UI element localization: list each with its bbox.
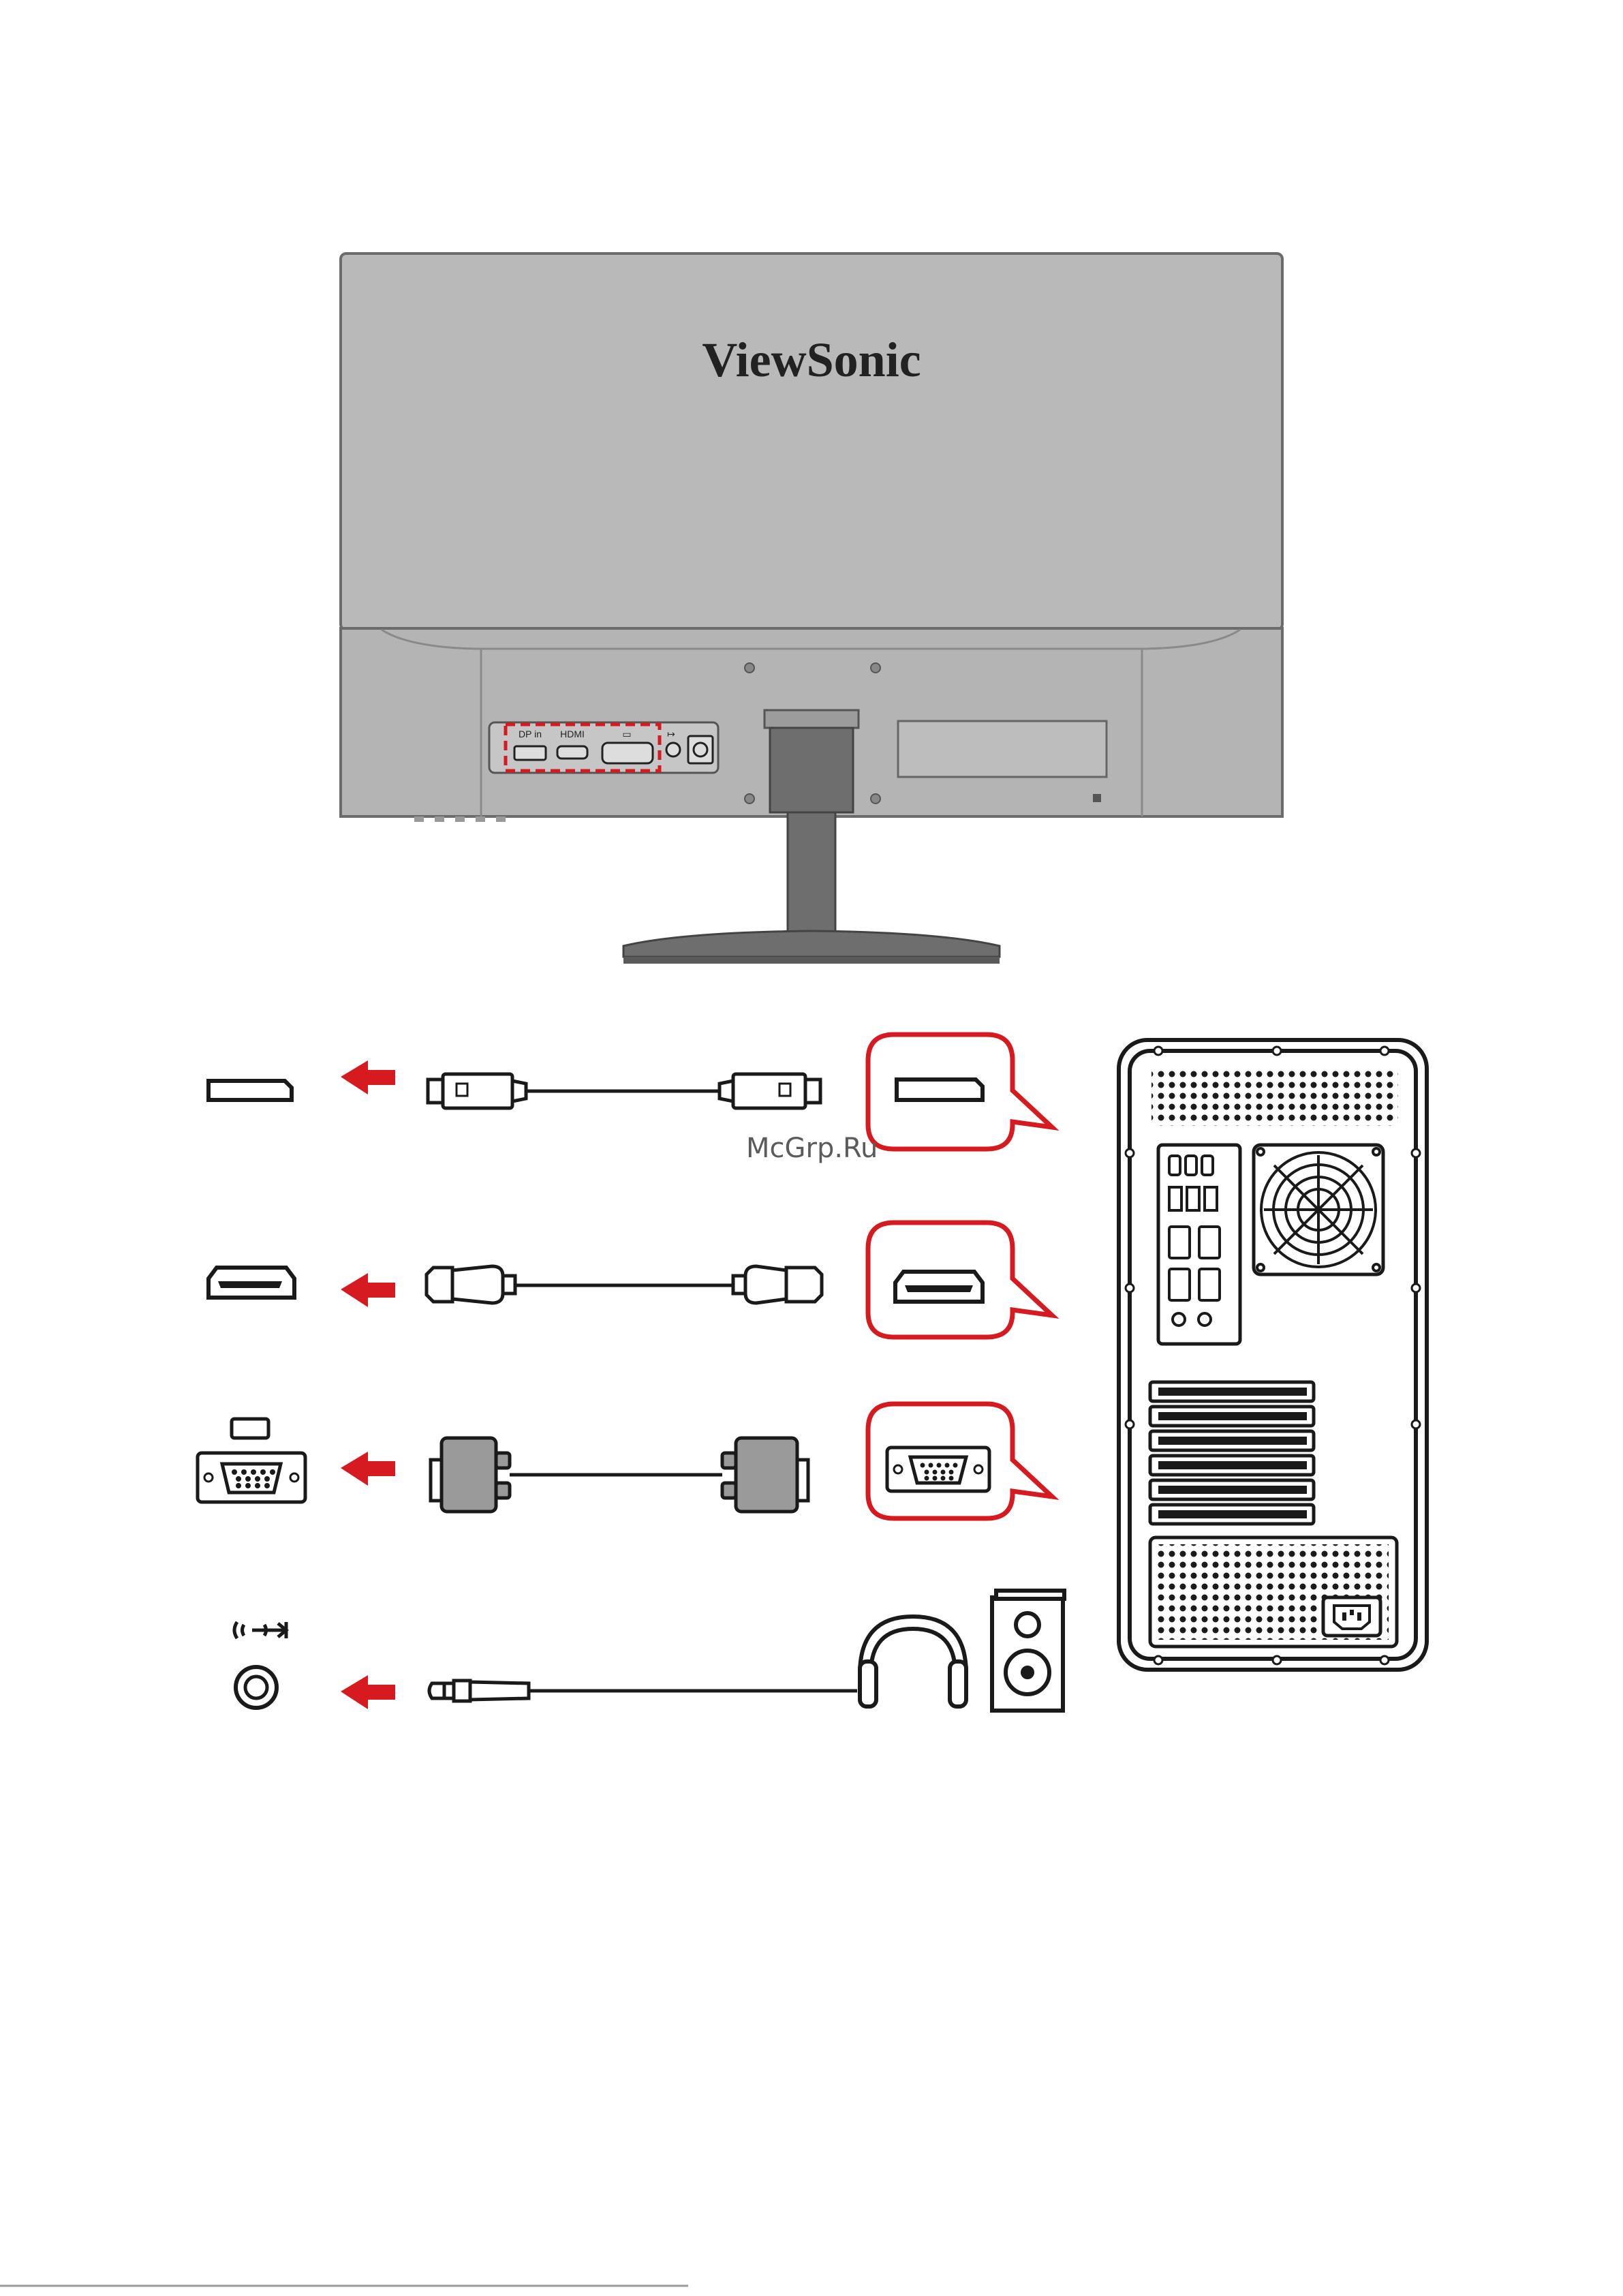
vga-cable: [431, 1438, 808, 1512]
port-label-hdmi: HDMI: [560, 729, 585, 739]
pc-tower: [1119, 1040, 1427, 1670]
io-panel: DP in HDMI ▭ ↦: [489, 722, 718, 773]
arrow-icons: [341, 1060, 395, 1709]
audio-port-icon: [666, 743, 680, 756]
label-plate: [898, 721, 1107, 777]
power-socket-icon: [1323, 1597, 1380, 1636]
watermark: McGrp.Ru: [746, 1133, 878, 1164]
arrow-left-icon: [341, 1273, 395, 1307]
lock-icon: [1093, 794, 1101, 802]
arrow-left-icon: [341, 1060, 395, 1095]
callout-bubble: [868, 1035, 1052, 1149]
port-label-dp: DP in: [519, 729, 542, 739]
brand-logo: ViewSonic: [702, 333, 921, 387]
hdmi-port-icon: [1199, 1227, 1220, 1258]
hdmi-port-icon: [1199, 1269, 1220, 1300]
headphones-icon: [860, 1617, 966, 1706]
vga-label-icon: [232, 1419, 268, 1438]
hdmi-port-icon: [557, 746, 587, 759]
audio-cable: [429, 1681, 857, 1701]
dp-port-icon: [514, 746, 546, 760]
audio-out-port-icon: [234, 1622, 286, 1708]
vga-port-icon: [602, 743, 653, 763]
displayport-cable: [428, 1074, 820, 1108]
displayport-port-icon: [1169, 1269, 1190, 1300]
power-port-icon: [688, 736, 713, 763]
displayport-port-icon: [897, 1080, 983, 1100]
arrow-left-icon: [341, 1452, 395, 1486]
speaker-icon: [992, 1591, 1064, 1711]
monitor-back: ViewSonic DP in HDMI ▭ ↦: [341, 254, 1282, 964]
port-label-vga: ▭: [622, 729, 631, 739]
displayport-port-icon: [208, 1081, 292, 1100]
callout-bubble: [868, 1404, 1052, 1518]
port-label-audio: ↦: [667, 729, 675, 739]
displayport-port-icon: [1169, 1227, 1190, 1258]
arrow-left-icon: [341, 1675, 395, 1709]
callout-bubble: [868, 1223, 1052, 1337]
hdmi-cable: [427, 1266, 822, 1303]
vga-port-icon: [887, 1448, 989, 1491]
vga-port-icon: [198, 1453, 305, 1502]
